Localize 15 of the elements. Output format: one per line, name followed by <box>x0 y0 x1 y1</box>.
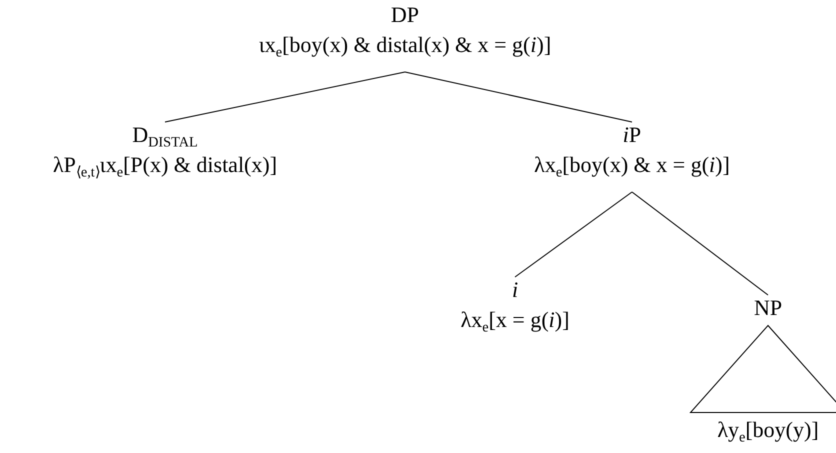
category-label: NP <box>754 294 782 322</box>
triangle-roof <box>690 325 836 413</box>
category-label: iP <box>622 121 642 149</box>
category-label: i <box>510 276 520 304</box>
semantic-formula: λx$_{e}$[boy(x) & x = g(i)] <box>534 151 730 180</box>
semantic-formula: ιx$_{e}$[boy(x) & distal(x) & x = g(i)] <box>258 31 552 60</box>
semantic-formula: λP$_{⟨e,t⟩}$ιx$_{e}$[P(x) & distal(x)] <box>52 151 278 180</box>
semantic-formula: λy$_{e}$[boy(y)] <box>717 416 819 445</box>
semantic-formula: λx$_{e}$[x = g(i)] <box>460 306 570 335</box>
category-label: D$_{DISTAL}$ <box>131 121 199 150</box>
tree-branch <box>404 72 632 122</box>
tree-branch <box>514 192 632 278</box>
tree-branch <box>164 72 406 122</box>
category-label: DP <box>390 1 420 29</box>
tree-branch <box>632 192 768 296</box>
